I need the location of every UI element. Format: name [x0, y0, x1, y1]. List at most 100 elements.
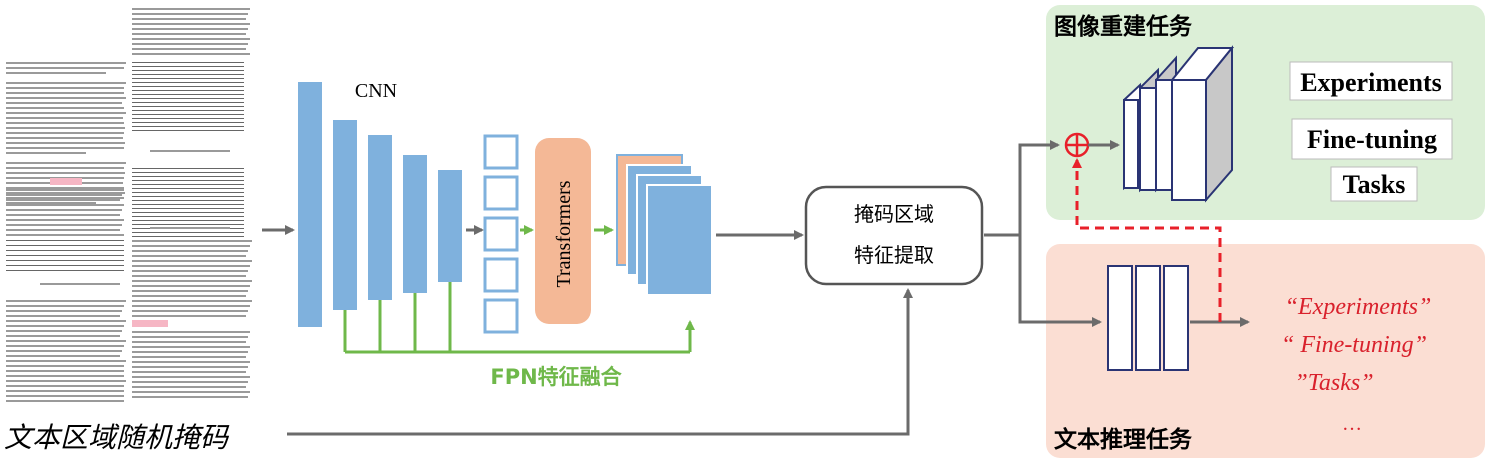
document-text-line — [40, 283, 120, 285]
document-text-line — [6, 320, 126, 322]
document-text-line — [6, 152, 86, 154]
document-text-line — [132, 216, 244, 217]
document-text-line — [132, 70, 244, 71]
document-text-line — [6, 325, 124, 327]
document-text-line — [132, 18, 246, 20]
document-text-line — [132, 126, 244, 127]
document-text-line — [132, 285, 250, 287]
document-text-line — [6, 87, 124, 89]
transformers-label: Transformers — [553, 180, 575, 287]
document-text-line — [132, 90, 244, 91]
document-highlight — [50, 178, 82, 185]
document-text-line — [6, 270, 124, 271]
document-text-line — [132, 23, 250, 25]
document-text-line — [6, 72, 106, 74]
document-text-line — [6, 122, 124, 124]
mask-feature-box — [804, 185, 984, 286]
feature-map-stack — [616, 154, 713, 296]
document-text-line — [132, 336, 248, 338]
document-text-line — [6, 375, 124, 377]
document-text-line — [6, 189, 124, 191]
document-text-line — [6, 265, 124, 266]
mask-box-line2: 特征提取 — [854, 243, 934, 267]
document-text-line — [132, 245, 250, 247]
fpn-square — [483, 134, 519, 170]
text-word-1: “Experiments” — [1285, 294, 1432, 320]
fpn-square — [483, 175, 519, 211]
document-text-line — [132, 260, 252, 262]
document-text-line — [132, 168, 244, 169]
document-text-line — [6, 204, 124, 206]
fpn-feature-stack — [483, 134, 519, 334]
document-text-line — [132, 280, 252, 282]
document-text-line — [132, 295, 246, 297]
document-text-line — [6, 167, 124, 169]
document-text-line — [6, 187, 124, 189]
document-text-line — [132, 192, 244, 193]
document-text-line — [132, 341, 246, 343]
cnn-layer-2 — [333, 120, 357, 310]
document-text-line — [6, 142, 125, 144]
document-text-line — [132, 118, 244, 119]
document-text-line — [132, 114, 244, 115]
document-text-line — [132, 74, 244, 75]
document-text-line — [6, 224, 122, 226]
image-decoder-stack — [1123, 45, 1235, 203]
document-text-line — [6, 214, 120, 216]
document-text-line — [6, 199, 120, 201]
text-task-title: 文本推理任务 — [1054, 426, 1193, 453]
document-text-line — [132, 13, 248, 15]
image-word-1: Experiments — [1300, 68, 1442, 97]
image-word-3: Tasks — [1343, 170, 1406, 199]
document-text-line — [132, 232, 244, 233]
document-text-line — [6, 112, 126, 114]
word-box — [1330, 166, 1418, 202]
document-text-line — [6, 82, 126, 84]
document-text-line — [6, 117, 123, 119]
document-text-line — [6, 229, 120, 231]
document-text-line — [132, 86, 244, 87]
document-text-line — [132, 305, 250, 307]
document-text-line — [132, 66, 244, 67]
left-caption: 文本区域随机掩码 — [4, 421, 230, 454]
document-text-line — [6, 219, 124, 221]
document-text-line — [132, 371, 246, 373]
fpn-square — [483, 257, 519, 293]
document-text-line — [6, 197, 124, 199]
fpn-fusion-label: FPN特征融合 — [490, 365, 622, 389]
document-text-line — [6, 102, 122, 104]
document-text-line — [132, 212, 244, 213]
document-text-line — [132, 184, 244, 185]
document-text-line — [6, 335, 120, 337]
document-text-line — [6, 250, 124, 251]
document-text-line — [132, 361, 250, 363]
document-text-line — [132, 220, 244, 221]
document-text-line — [132, 236, 244, 237]
cnn-label: CNN — [355, 80, 397, 102]
document-text-line — [6, 345, 124, 347]
document-text-line — [6, 127, 125, 129]
cnn-layer-4 — [403, 155, 427, 293]
document-text-line — [132, 310, 248, 312]
document-text-line — [132, 290, 248, 292]
document-text-line — [132, 53, 250, 55]
document-text-line — [132, 38, 250, 40]
document-text-line — [132, 300, 252, 302]
document-text-line — [6, 260, 124, 261]
document-text-line — [132, 376, 250, 378]
document-text-line — [6, 390, 124, 392]
document-text-line — [132, 381, 248, 383]
document-text-line — [132, 265, 250, 267]
document-text-line — [132, 122, 244, 123]
document-text-line — [6, 137, 123, 139]
document-text-line — [6, 192, 125, 194]
document-text-line — [132, 48, 246, 50]
image-task-title: 图像重建任务 — [1054, 13, 1193, 40]
document-text-line — [132, 331, 250, 333]
document-text-line — [6, 305, 124, 307]
mask-box-line1: 掩码区域 — [854, 202, 934, 226]
fusion-plus-icon — [1064, 132, 1090, 158]
document-text-line — [6, 350, 122, 352]
